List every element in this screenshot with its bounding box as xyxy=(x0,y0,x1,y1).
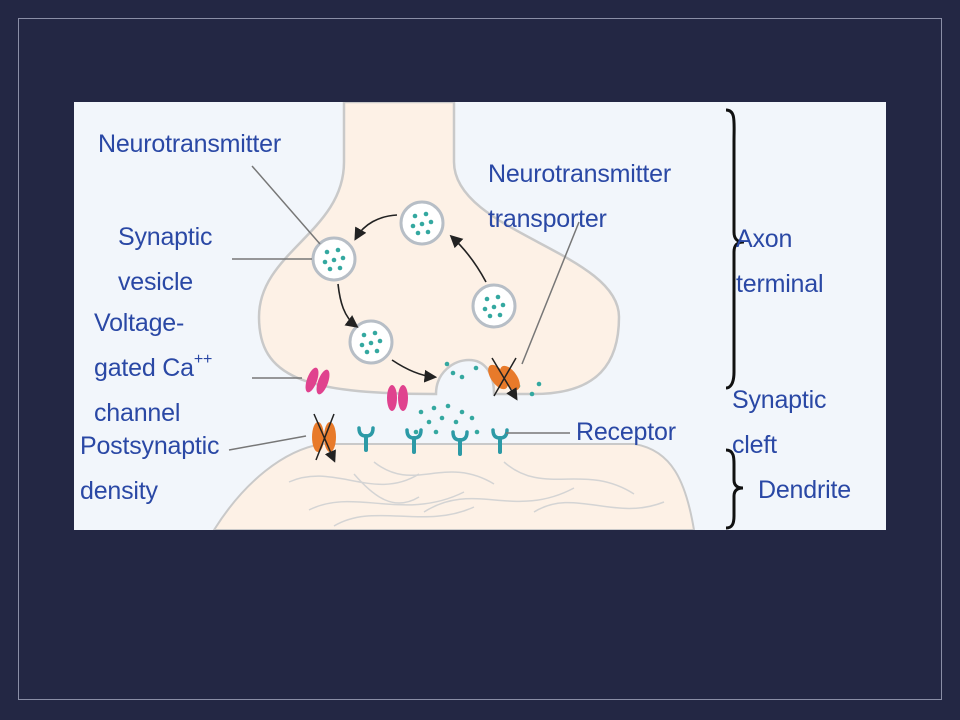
label-synaptic-vesicle: Synaptic vesicle xyxy=(118,223,213,296)
label-axon-terminal: Axon terminal xyxy=(736,225,824,298)
vesicle-cycle-arrows xyxy=(337,214,487,383)
postsynaptic-density-fibers xyxy=(288,461,665,527)
leader-lines xyxy=(228,165,580,451)
postsynaptic-transporter xyxy=(312,413,336,463)
label-ca-channel: Voltage- gated Ca++ channel xyxy=(94,309,213,427)
brace-dendrite xyxy=(725,448,744,530)
neurotransmitter-transporter xyxy=(488,357,520,401)
label-neurotransmitter: Neurotransmitter xyxy=(98,130,281,158)
label-receptor: Receptor xyxy=(576,418,676,446)
synapse-illustration xyxy=(212,102,745,530)
label-postsynaptic-density: Postsynaptic density xyxy=(80,432,220,505)
synapse-diagram: Neurotransmitter Synaptic vesicle Voltag… xyxy=(74,102,886,530)
ca-channel xyxy=(387,385,408,411)
dendrite-shape xyxy=(212,443,696,530)
axon-terminal-shape xyxy=(257,102,621,396)
slide-frame xyxy=(18,18,942,700)
synaptic-vesicle xyxy=(348,319,394,365)
ca-channel xyxy=(305,367,330,395)
synaptic-vesicle xyxy=(471,283,517,329)
brace-axon-terminal xyxy=(725,108,745,390)
synaptic-vesicle xyxy=(399,200,445,246)
label-transporter: Neurotransmitter transporter xyxy=(488,160,671,233)
label-synaptic-cleft: Synaptic cleft xyxy=(732,386,827,459)
label-dendrite: Dendrite xyxy=(758,476,851,504)
